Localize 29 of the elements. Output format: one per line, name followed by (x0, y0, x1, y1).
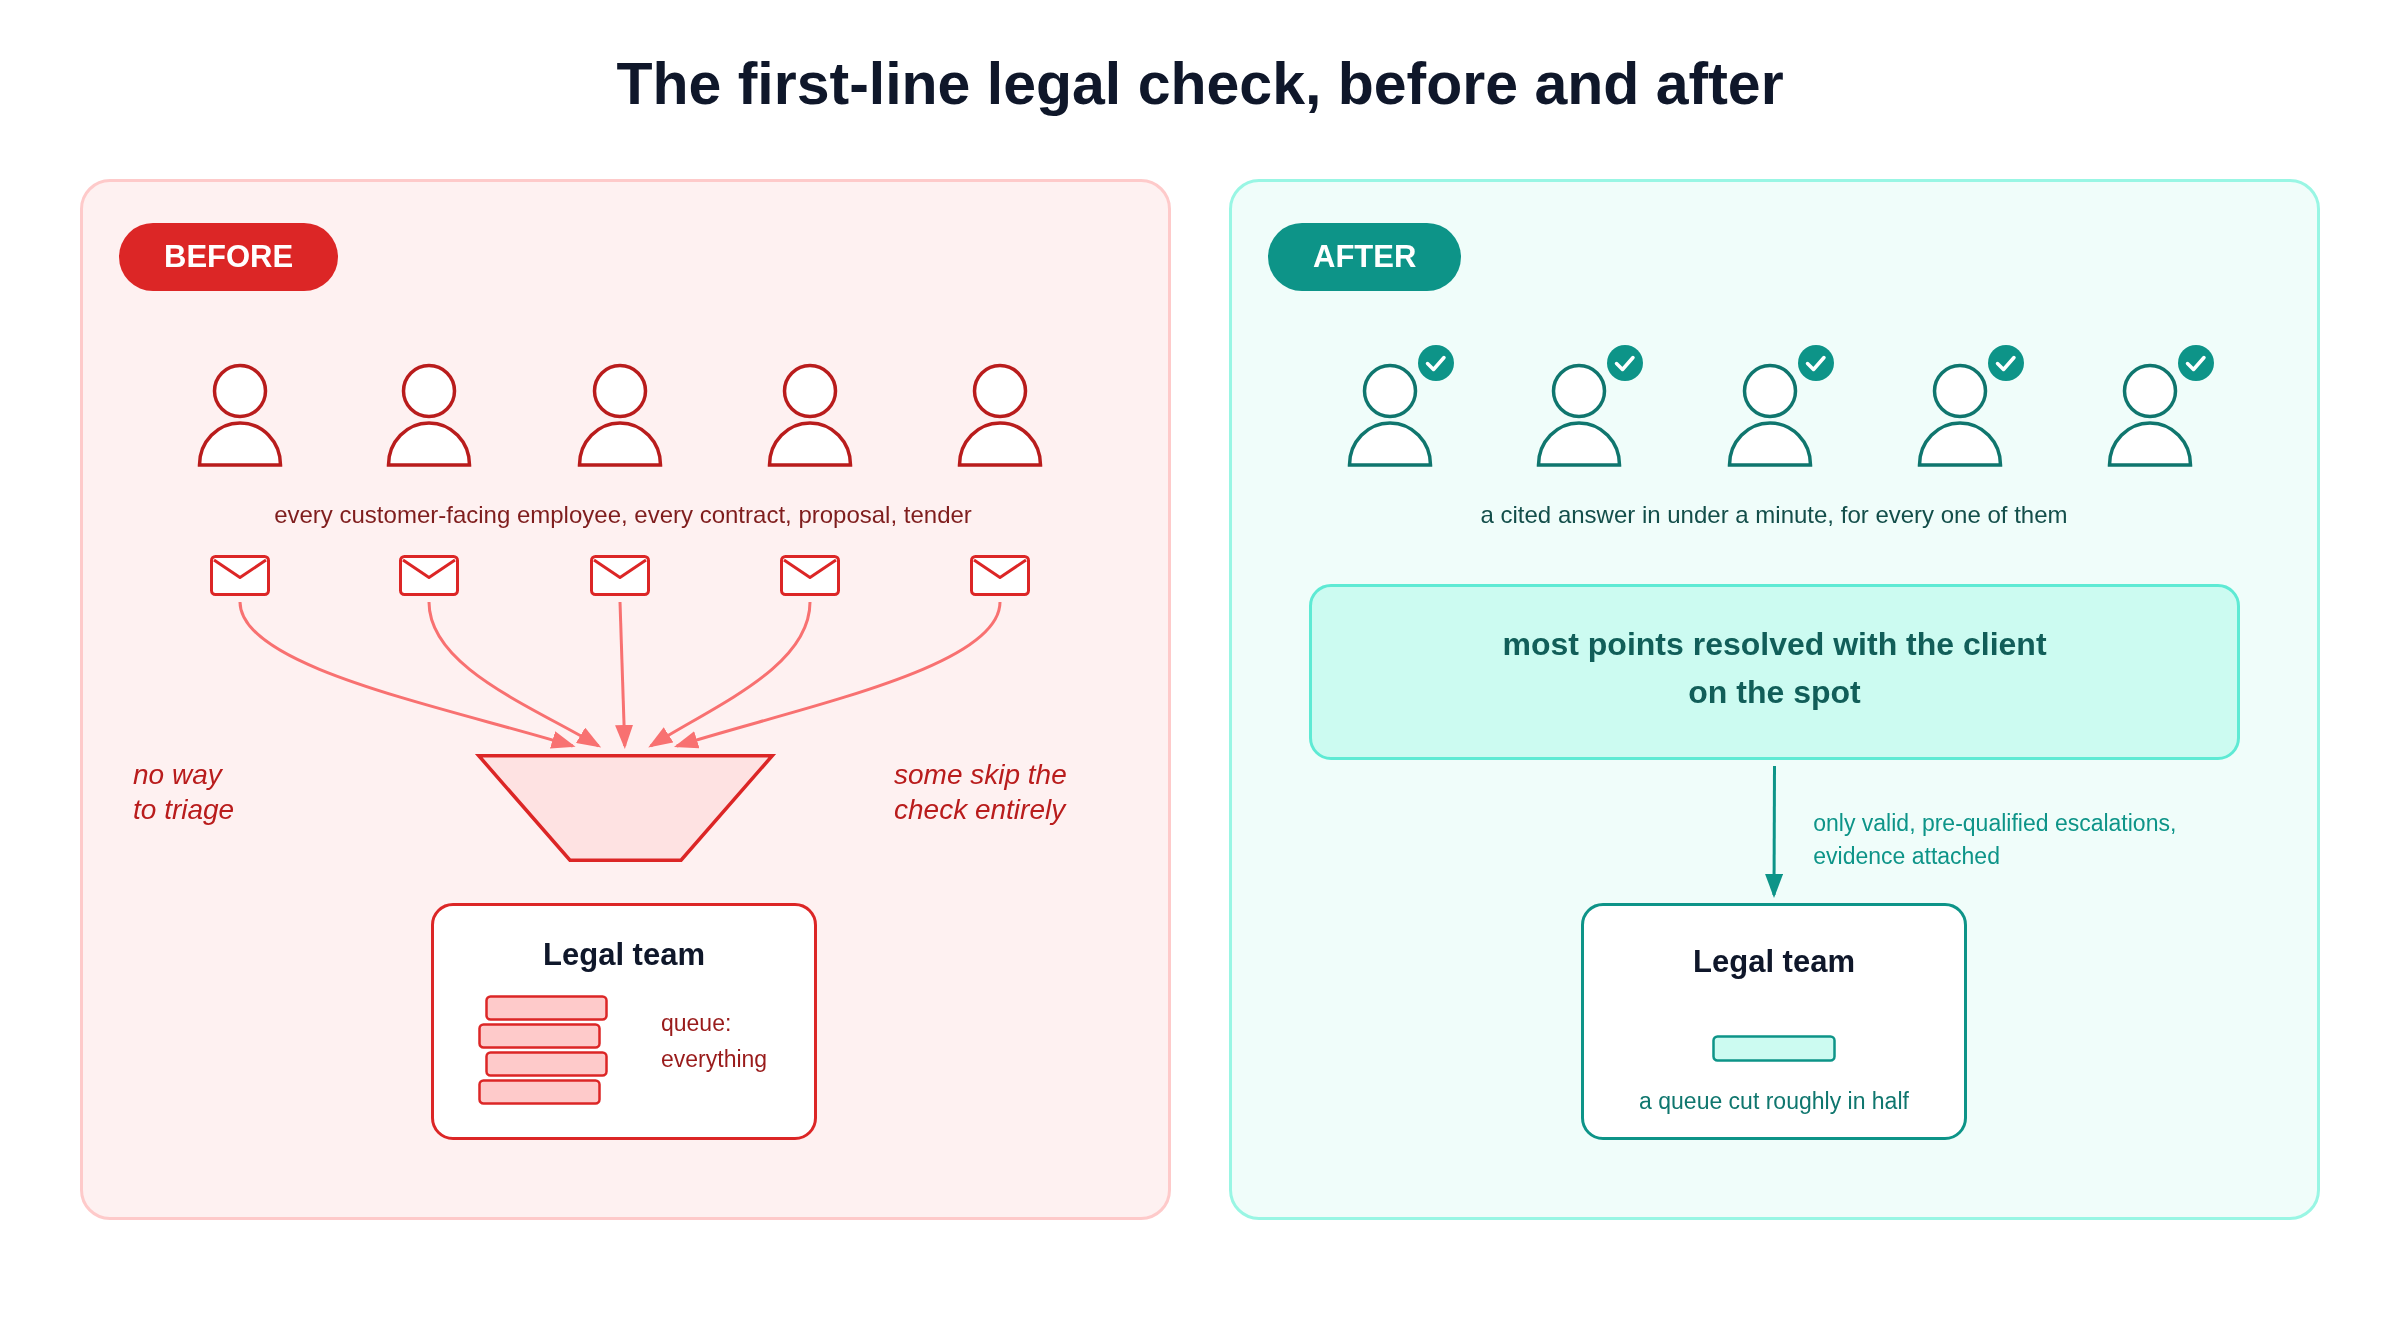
envelope-icon (970, 555, 1030, 596)
process-box (1309, 584, 2240, 760)
arrow (1765, 766, 1784, 898)
arrow (238, 601, 576, 749)
comparison-panel (1229, 179, 2320, 1220)
annotation-text: no way to triage (133, 758, 236, 827)
arrow (648, 601, 812, 748)
panel-heading-tag: AFTER (1268, 223, 1462, 291)
card-title: Legal team (1693, 943, 1855, 981)
arrow (673, 601, 1002, 749)
card-title: Legal team (543, 936, 705, 974)
diagram-title: The first-line legal check, before and after (616, 50, 1784, 119)
funnel-shape (477, 754, 774, 862)
team-card (431, 903, 817, 1140)
arrow (615, 601, 634, 749)
envelope-icon (780, 555, 840, 596)
comparison-panel (80, 179, 1171, 1220)
queue-note: queue: everything (661, 1009, 769, 1074)
queue-note: a queue cut roughly in half (1639, 1087, 1909, 1116)
panel-heading-tag: BEFORE (119, 223, 339, 291)
envelope-icon (590, 555, 650, 596)
caption-text: a cited answer in under a minute, for every one of them (1480, 500, 2068, 530)
envelope-icon (210, 555, 270, 596)
team-card (1581, 903, 1967, 1140)
arrow (427, 601, 602, 748)
caption-text: every customer-facing employee, every contract, proposal, tender (274, 500, 972, 530)
annotation-text: some skip the check entirely (894, 758, 1068, 827)
callout-text: most points resolved with the client on the spot (1501, 625, 2048, 712)
envelope-icon (399, 555, 459, 596)
